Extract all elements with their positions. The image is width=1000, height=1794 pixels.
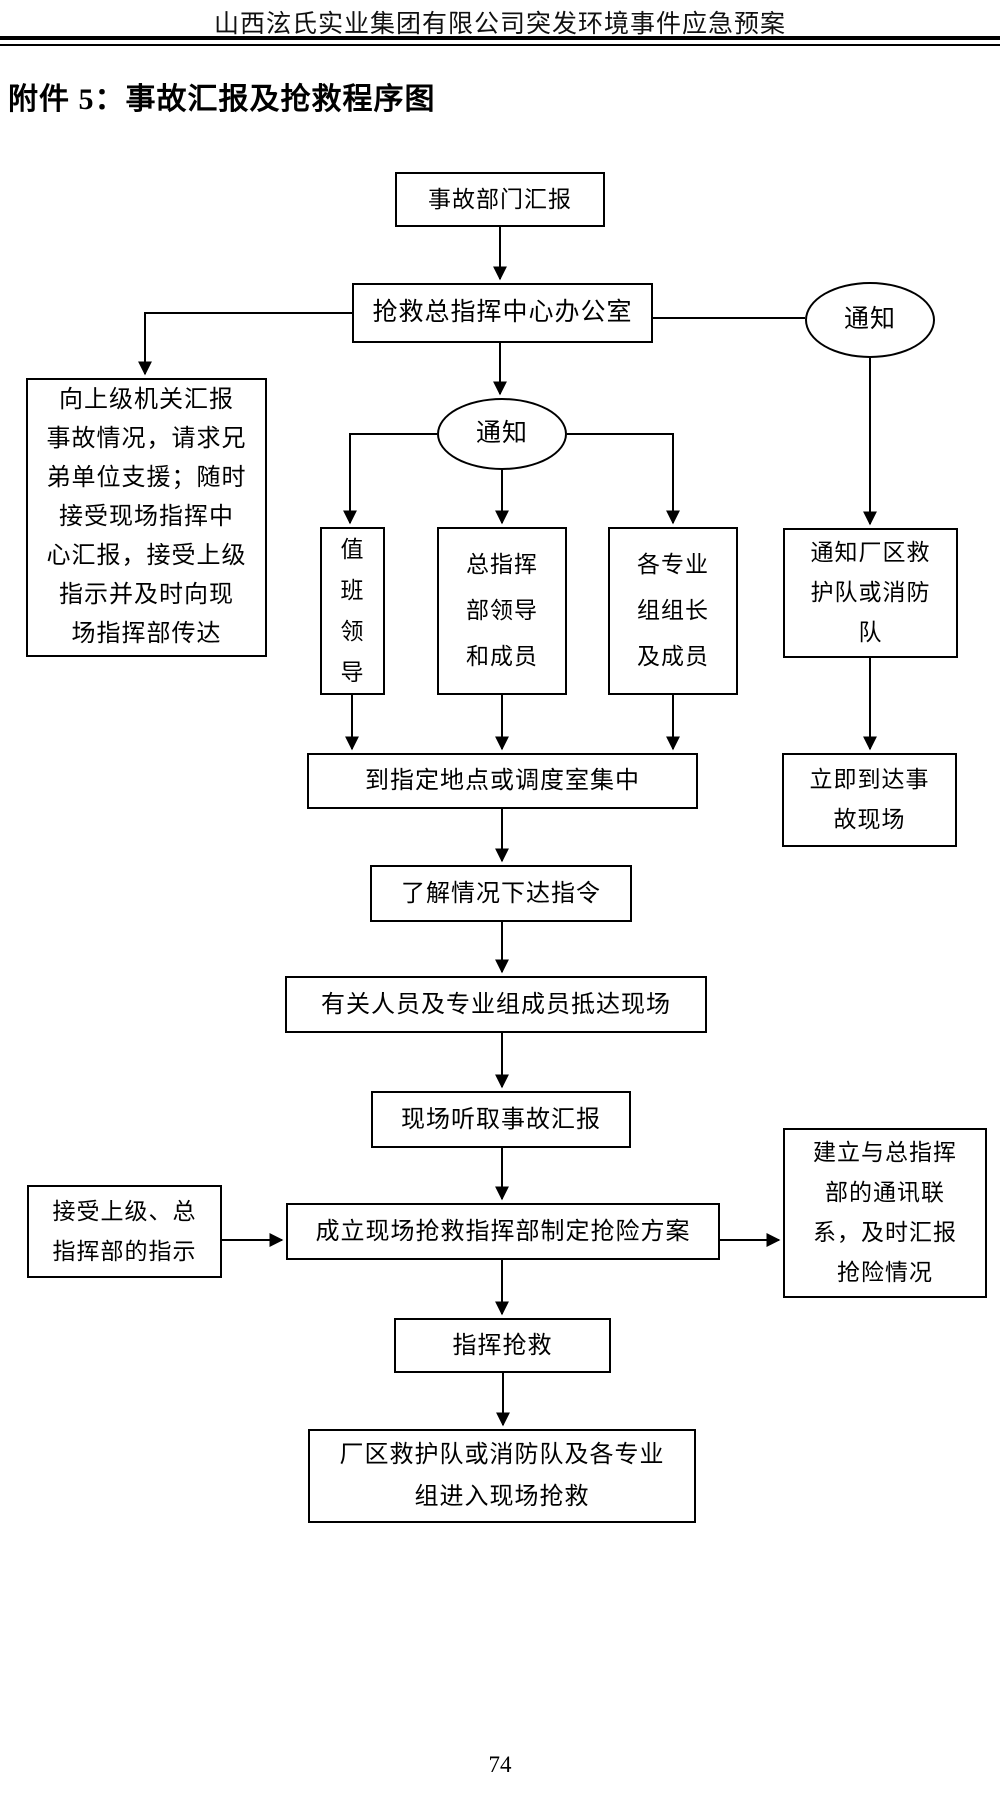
node-group-leaders-members: 各专业 组组长 及成员 [608,527,738,695]
node-accept-instructions: 接受上级、总 指挥部的指示 [27,1185,222,1278]
node-establish-onsite-rescue-hq: 成立现场抢救指挥部制定抢险方案 [286,1203,720,1260]
node-teams-enter-scene: 厂区救护队或消防队及各专业 组进入现场抢救 [308,1429,696,1523]
node-notify-center-ellipse: 通知 [437,398,567,470]
node-gather-at-dispatch-room: 到指定地点或调度室集中 [307,753,698,809]
node-hq-leaders-members: 总指挥 部领导 和成员 [437,527,567,695]
node-personnel-arrive-scene: 有关人员及专业组成员抵达现场 [285,976,707,1033]
node-command-rescue: 指挥抢救 [394,1318,611,1373]
node-report-to-superiors: 向上级机关汇报 事故情况，请求兄 弟单位支援；随时 接受现场指挥中 心汇报，接受… [26,378,267,657]
node-understand-issue-orders: 了解情况下达指令 [370,865,632,922]
connector-notify-to-duty-leader [343,433,437,525]
header-rule-thick [0,36,1000,40]
attachment-title: 附件 5：事故汇报及抢救程序图 [8,83,436,116]
node-arrive-accident-scene: 立即到达事 故现场 [782,753,957,847]
node-communication-link-hq: 建立与总指挥 部的通讯联 系，及时汇报 抢险情况 [783,1128,987,1298]
node-duty-leader: 值 班 领 导 [320,527,385,695]
document-header-title: 山西泫氏实业集团有限公司突发环境事件应急预案 [213,11,786,38]
header-rule-thin [0,44,1000,46]
node-notify-right-ellipse: 通知 [805,282,935,358]
connector-office-to-superiors [138,312,352,376]
connector-notify-to-group-leaders [567,433,680,525]
node-rescue-command-center-office: 抢救总指挥中心办公室 [352,283,653,343]
node-notify-factory-rescue-team: 通知厂区救 护队或消防 队 [783,528,958,658]
node-listen-accident-report: 现场听取事故汇报 [371,1091,631,1148]
node-accident-department-report: 事故部门汇报 [395,172,605,227]
page-number: 74 [488,1752,512,1777]
